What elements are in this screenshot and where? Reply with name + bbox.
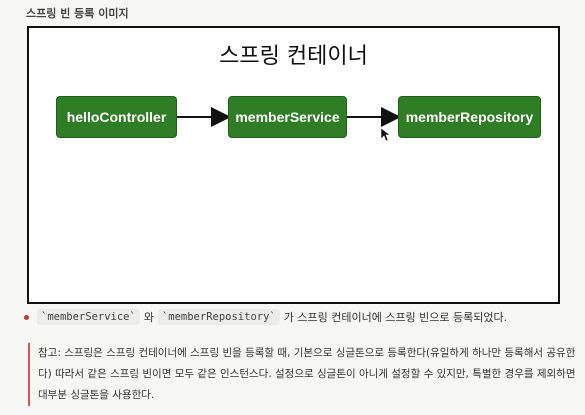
bullet-item: `memberService` 와 `memberRepository` 가 스… (24, 309, 511, 325)
inline-code-member-repository: `memberRepository` (157, 309, 280, 325)
image-caption: 스프링 빈 등록 이미지 (26, 7, 129, 20)
diagram-title: 스프링 컨테이너 (219, 44, 368, 69)
node-member-service: memberService (228, 96, 347, 138)
node-hello-controller: helloController (56, 96, 177, 138)
node-member-repository: memberRepository (398, 96, 541, 138)
bullet-icon (24, 314, 29, 320)
spring-container-diagram: 스프링 컨테이너 helloController memberService m… (27, 26, 560, 304)
mouse-pointer-icon (381, 128, 390, 142)
diagram-arrows (177, 107, 401, 127)
bullet-connector: 와 (143, 311, 154, 324)
inline-code-member-service: `memberService` (37, 309, 140, 325)
note-block: 참고: 스프링은 스프링 컨테이너에 스프링 빈을 등록할 때, 기본으로 싱글… (28, 343, 578, 406)
bullet-text: 가 스프링 컨테이너에 스프링 빈으로 등록되었다. (283, 311, 508, 324)
